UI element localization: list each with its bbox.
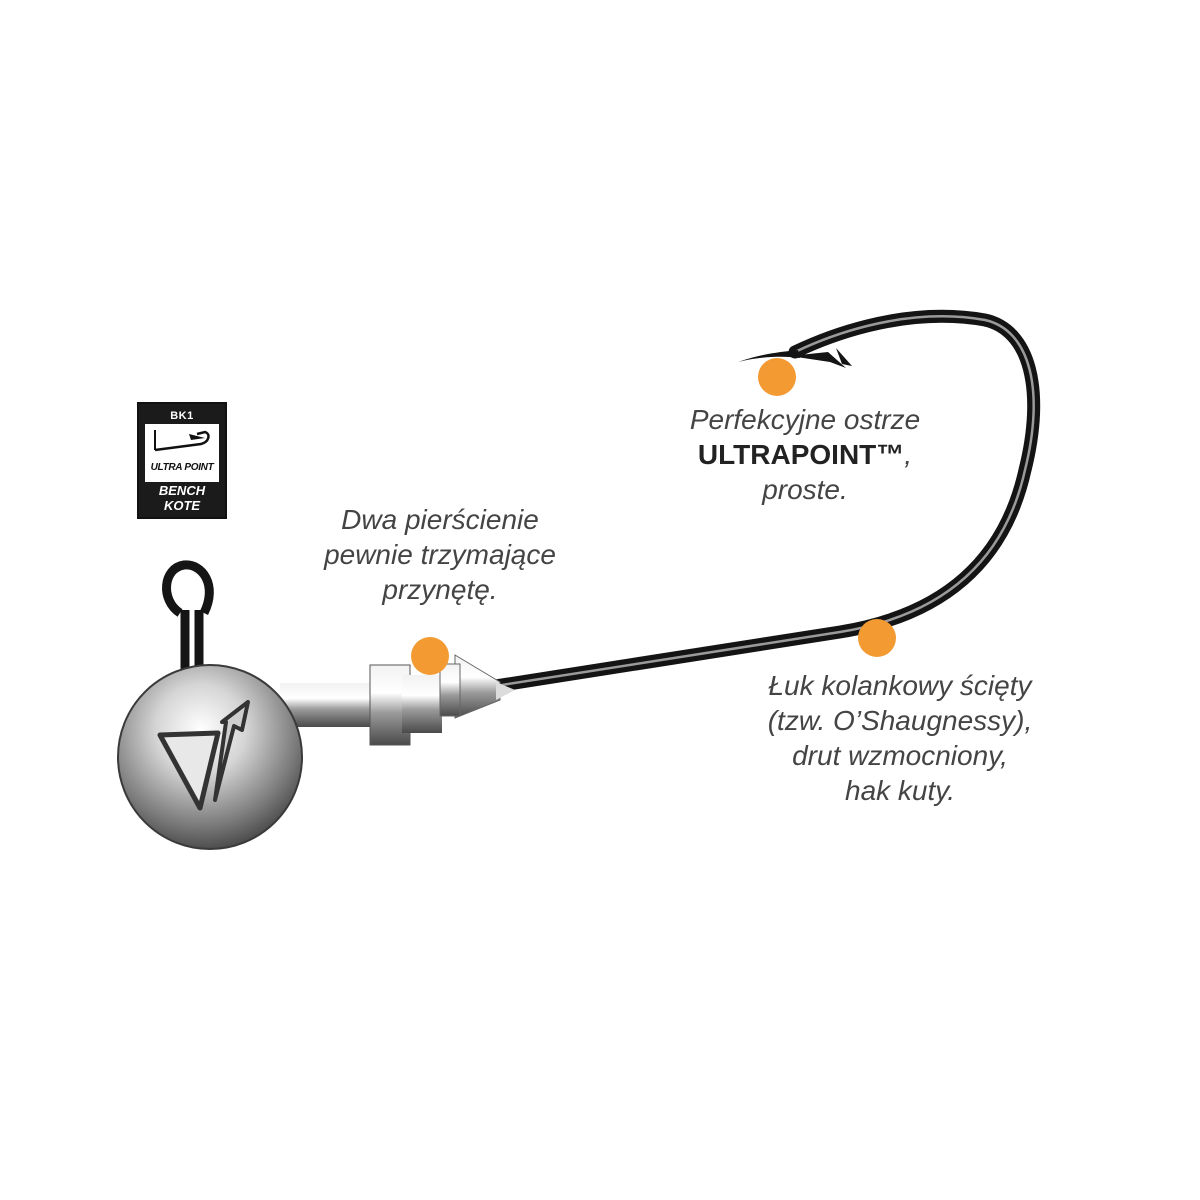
- label-two-rings-line2: pewnie trzymające: [324, 539, 556, 570]
- label-bend-line4: hak kuty.: [845, 775, 955, 806]
- label-two-rings-line1: Dwa pierścienie: [341, 504, 539, 535]
- badge-line-bench: BENCH: [158, 483, 206, 498]
- label-two-rings: Dwa pierścienie pewnie trzymające przynę…: [290, 502, 590, 607]
- label-bend-line3: drut wzmocniony,: [792, 740, 1008, 771]
- point-suffix: ,: [904, 439, 913, 470]
- ultra-text: ULTRA: [697, 439, 791, 470]
- badge-hook-icon: [154, 430, 210, 452]
- ball-head: [117, 664, 303, 850]
- callout-dot-bend: [858, 619, 896, 657]
- label-bend-line2: (tzw. O’Shaugnessy),: [767, 705, 1033, 736]
- point-text: POINT™: [790, 439, 905, 470]
- label-ultra-point: Perfekcyjne ostrze ULTRAPOINT™, proste.: [660, 402, 950, 507]
- badge-code: BK1: [170, 410, 194, 422]
- badge-line-ultra-point: ULTRA POINT: [150, 462, 214, 473]
- badge-panel: ULTRA POINT: [145, 424, 219, 482]
- hook-point: [738, 348, 852, 368]
- callout-dot-point: [758, 358, 796, 396]
- label-ultra-point-line2: ULTRAPOINT™,: [660, 437, 950, 472]
- label-ultra-point-line1: Perfekcyjne ostrze: [689, 404, 921, 435]
- label-bend: Łuk kolankowy ścięty (tzw. O’Shaugnessy)…: [740, 668, 1060, 808]
- shank-collar: [280, 654, 515, 746]
- label-bend-line1: Łuk kolankowy ścięty: [768, 670, 1032, 701]
- label-ultra-point-line3: proste.: [762, 474, 848, 505]
- badge-line-kote: KOTE: [163, 498, 201, 513]
- callout-dot-rings: [411, 637, 449, 675]
- eyelet: [162, 560, 214, 675]
- label-two-rings-line3: przynętę.: [382, 574, 498, 605]
- hook-wire: [463, 309, 1041, 697]
- bk1-ultra-point-bench-kote-badge: BK1 ULTRA POINT BENCH KOTE: [137, 402, 227, 519]
